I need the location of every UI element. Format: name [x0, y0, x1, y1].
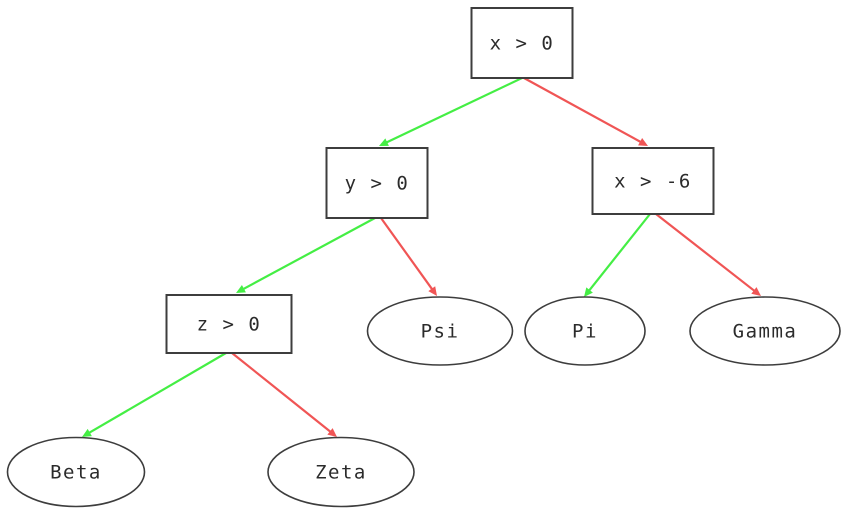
edge-true [584, 213, 651, 297]
edge-line [231, 352, 333, 434]
tree-node-zgt0[interactable]: z > 0 [165, 294, 293, 354]
tree-node-root[interactable]: x > 0 [470, 7, 574, 79]
decision-node-box[interactable] [591, 147, 715, 215]
edge-layer [82, 77, 761, 437]
edge-arrowhead [584, 287, 593, 297]
edge-arrowhead [236, 285, 246, 293]
edge-true [236, 217, 376, 293]
leaf-node-ellipse[interactable] [6, 436, 146, 508]
node-label: x > -6 [614, 171, 692, 193]
edge-line [87, 352, 227, 435]
edge-line [384, 77, 523, 144]
tree-node-psi[interactable]: Psi [366, 296, 514, 366]
node-label: Pi [572, 321, 598, 343]
edge-arrowhead [82, 428, 92, 437]
edge-false [231, 352, 337, 437]
node-label: Gamma [733, 321, 798, 343]
decision-node-box[interactable] [325, 147, 429, 219]
tree-node-xgtm6[interactable]: x > -6 [591, 147, 715, 215]
leaf-node-ellipse[interactable] [366, 296, 514, 366]
node-label: Beta [50, 462, 102, 484]
edge-false [380, 217, 437, 296]
leaf-node-ellipse[interactable] [524, 296, 646, 366]
node-label: Psi [421, 321, 460, 343]
tree-node-pi[interactable]: Pi [524, 296, 646, 366]
edge-line [587, 213, 651, 293]
edge-arrowhead [428, 286, 437, 296]
edge-arrowhead [751, 287, 761, 296]
edge-arrowhead [327, 428, 337, 437]
leaf-node-ellipse[interactable] [689, 296, 841, 366]
edge-true [82, 352, 227, 437]
edge-arrowhead [379, 138, 389, 146]
tree-node-beta[interactable]: Beta [6, 436, 146, 508]
edge-line [655, 213, 757, 293]
node-label: z > 0 [197, 314, 262, 336]
tree-node-gamma[interactable]: Gamma [689, 296, 841, 366]
tree-node-zeta[interactable]: Zeta [267, 436, 415, 508]
decision-node-box[interactable] [470, 7, 574, 79]
edge-arrowhead [638, 137, 648, 146]
node-label: Zeta [315, 462, 367, 484]
decision-node-box[interactable] [165, 294, 293, 354]
edge-line [241, 217, 376, 291]
edge-false [523, 77, 648, 146]
leaf-node-ellipse[interactable] [267, 436, 415, 508]
node-label: x > 0 [490, 33, 555, 55]
edge-line [380, 217, 434, 291]
edge-true [379, 77, 523, 146]
edge-false [655, 213, 761, 296]
node-label: y > 0 [345, 173, 410, 195]
tree-node-ygt0[interactable]: y > 0 [325, 147, 429, 219]
edge-line [523, 77, 643, 144]
